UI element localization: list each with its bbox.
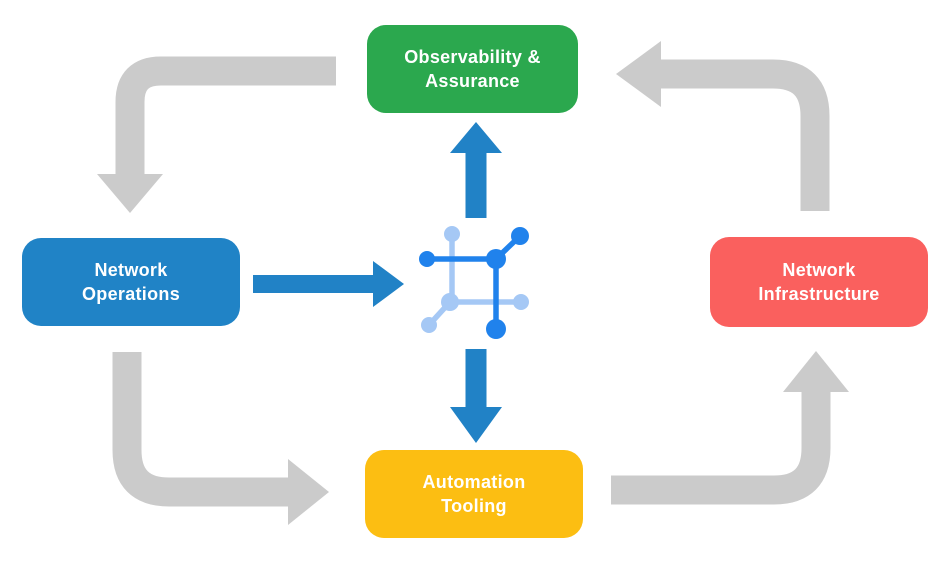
icon-node-diagonal-tr xyxy=(511,227,529,245)
arrowhead-down-icon xyxy=(97,174,163,213)
icon-node-left xyxy=(419,251,435,267)
node-label: Observability & Assurance xyxy=(404,45,541,93)
arrowhead-up-icon xyxy=(450,122,502,153)
cycle-arrow-shaft xyxy=(112,352,290,507)
node-label-line: Network xyxy=(94,260,168,280)
arrowhead-right-icon xyxy=(288,459,329,525)
node-observability-assurance: Observability & Assurance xyxy=(367,25,578,113)
node-label-line: Tooling xyxy=(441,496,507,516)
node-network-infrastructure: Network Infrastructure xyxy=(710,237,928,327)
cycle-arrow-infrastructure-to-observability xyxy=(616,41,830,211)
cycle-arrow-operations-to-automation xyxy=(112,352,329,525)
icon-node-bottom xyxy=(486,319,506,339)
node-label: Automation Tooling xyxy=(423,470,526,518)
node-label-line: Infrastructure xyxy=(758,284,880,304)
node-automation-tooling: Automation Tooling xyxy=(365,450,583,538)
arrowhead-right-icon xyxy=(373,261,404,307)
node-label-line: Assurance xyxy=(425,71,520,91)
flow-arrow-center-to-observability xyxy=(450,122,502,218)
cycle-arrow-automation-to-infrastructure xyxy=(611,351,849,505)
network-mesh-icon xyxy=(419,226,529,339)
cycle-arrow-shaft xyxy=(611,390,831,505)
node-label-line: Automation xyxy=(422,472,526,492)
cycle-arrow-observability-to-operations xyxy=(97,56,336,213)
arrowhead-left-icon xyxy=(616,41,661,107)
cycle-arrow-shaft xyxy=(659,59,830,211)
flow-arrow-center-to-automation xyxy=(450,349,502,443)
node-label-line: Operations xyxy=(81,284,181,304)
icon-node-right xyxy=(513,294,529,310)
cycle-arrow-shaft xyxy=(115,56,336,176)
arrowhead-down-icon xyxy=(450,407,502,443)
node-label-line: Network xyxy=(782,260,856,280)
arrowhead-up-icon xyxy=(783,351,849,392)
icon-node-top xyxy=(444,226,460,242)
flow-arrow-operations-to-center xyxy=(253,261,404,307)
node-network-operations: Network Operations xyxy=(22,238,240,326)
icon-node-bottom-left xyxy=(441,293,459,311)
icon-node-diagonal-bl xyxy=(421,317,437,333)
node-label: Network Infrastructure xyxy=(758,258,879,306)
node-label-line: Observability & xyxy=(404,47,541,67)
node-label: Network Operations xyxy=(82,258,180,306)
icon-node-top-right xyxy=(486,249,506,269)
